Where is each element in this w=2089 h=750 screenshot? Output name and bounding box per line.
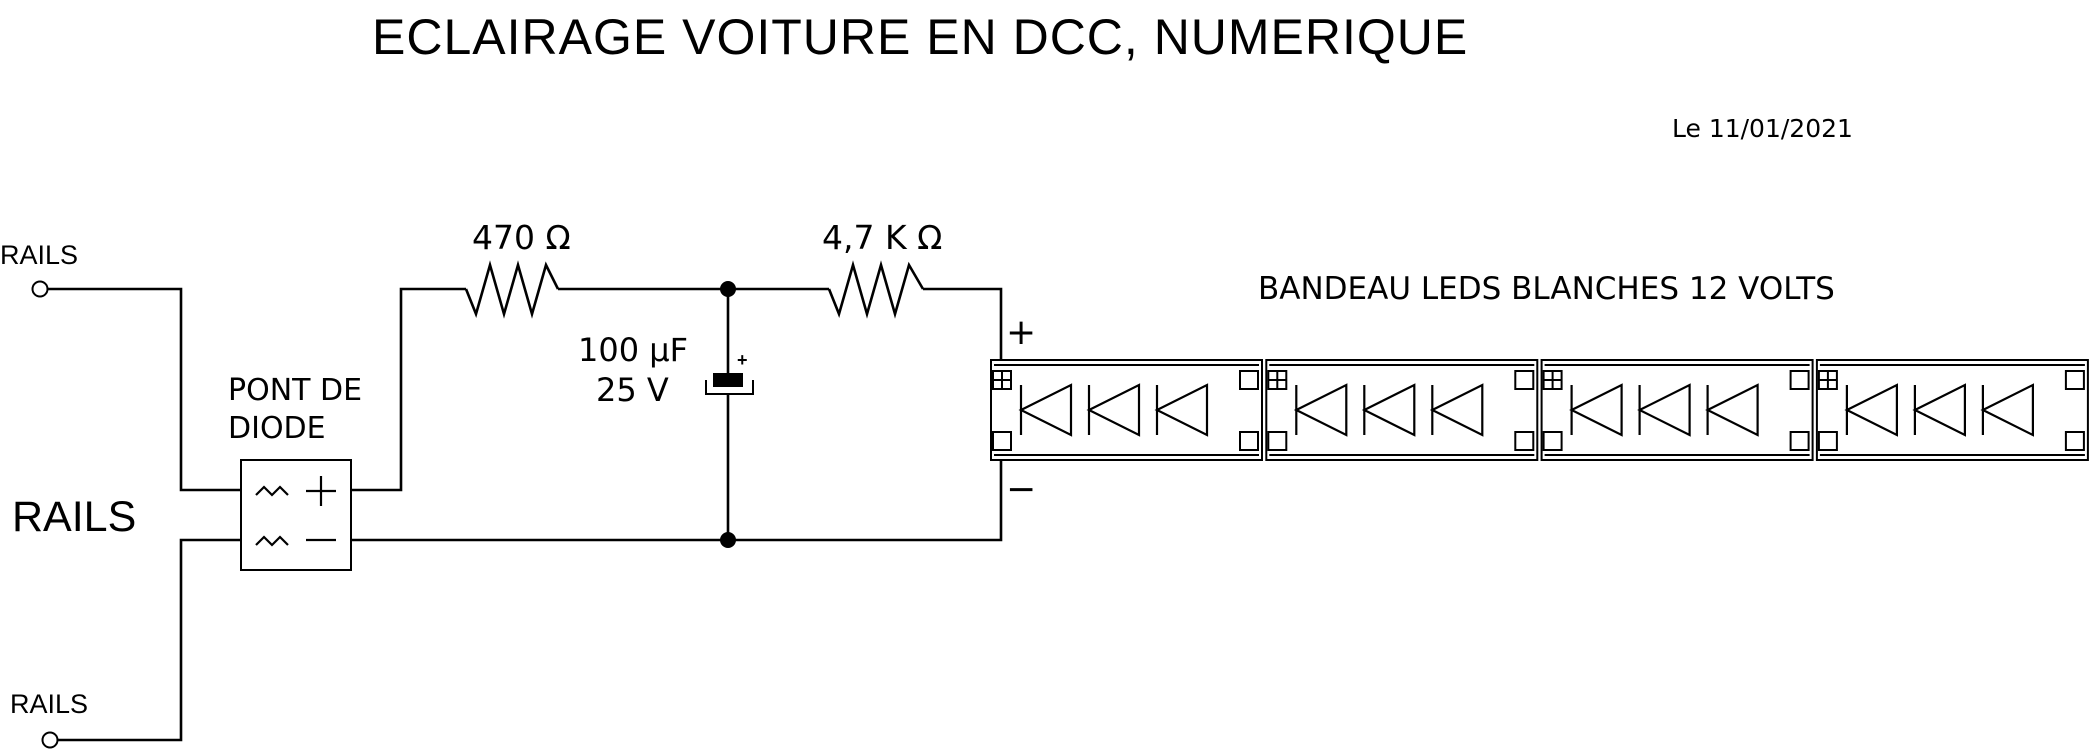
rail-terminal-top xyxy=(31,280,49,298)
wire-r2-to-strip-plus xyxy=(923,287,1003,360)
solder-pad xyxy=(1514,431,1535,451)
wire-bridge-minus xyxy=(351,460,1003,542)
wire-rail-bottom-to-bridge xyxy=(58,538,241,742)
capacitor-value-line1: 100 µF xyxy=(578,331,688,369)
capacitor-polarity: + xyxy=(737,350,748,370)
led-strip xyxy=(990,359,2089,461)
solder-pad xyxy=(1514,370,1535,390)
solder-pad xyxy=(1267,431,1288,451)
ac-symbol-bottom xyxy=(255,535,289,547)
diode-bridge xyxy=(240,459,352,571)
solder-pad xyxy=(1239,431,1259,451)
led-strip-segment xyxy=(1815,359,2089,461)
diagram-title: ECLAIRAGE VOITURE EN DCC, NUMERIQUE xyxy=(372,9,1468,65)
resistor1-value: 470 Ω xyxy=(472,218,571,257)
led-strip-label: BANDEAU LEDS BLANCHES 12 VOLTS xyxy=(1258,271,1835,307)
solder-pad xyxy=(1789,370,1810,390)
capacitor-value-line2: 25 V xyxy=(596,371,669,409)
bridge-label-line1: PONT DE xyxy=(228,373,362,408)
led-diode-symbol xyxy=(1293,383,1348,437)
led-diode-symbol xyxy=(1705,383,1759,437)
led-diode-symbol xyxy=(1637,383,1691,437)
date-label: Le 11/01/2021 xyxy=(1672,114,1853,143)
led-diode-symbol xyxy=(1018,383,1073,437)
led-diode-symbol xyxy=(1844,383,1899,437)
solder-pad xyxy=(1789,431,1810,451)
electrolytic-capacitor: + xyxy=(705,350,754,395)
rail-terminal-bottom xyxy=(41,731,59,749)
solder-pad xyxy=(1542,370,1563,390)
led-diode-symbol xyxy=(1569,383,1623,437)
solder-pad xyxy=(1542,431,1563,451)
solder-pad xyxy=(2064,370,2085,390)
rails-top-label: RAILS xyxy=(0,240,78,270)
solder-pad xyxy=(992,431,1012,451)
bridge-plus-sign xyxy=(306,476,336,506)
resistor-4k7 xyxy=(827,260,925,319)
solder-pad xyxy=(2064,431,2085,451)
wire-bridge-plus xyxy=(351,287,466,492)
led-diode-symbol xyxy=(1154,383,1209,437)
strip-plus-label: + xyxy=(1006,312,1036,353)
ac-symbol-top xyxy=(255,485,289,497)
rails-middle-label: RAILS xyxy=(12,493,136,541)
led-diode-symbol xyxy=(1912,383,1967,437)
strip-minus-label: − xyxy=(1006,469,1036,510)
solder-pad xyxy=(1817,431,1838,451)
solder-pad xyxy=(1267,370,1288,390)
led-diode-symbol xyxy=(1361,383,1416,437)
solder-pad xyxy=(1239,370,1259,390)
led-diode-symbol xyxy=(1429,383,1484,437)
led-strip-segment xyxy=(990,359,1263,461)
resistor2-value: 4,7 K Ω xyxy=(822,218,942,257)
led-diode-symbol xyxy=(1980,383,2035,437)
solder-pad xyxy=(992,370,1012,390)
rails-bottom-label: RAILS xyxy=(10,689,88,719)
solder-pad xyxy=(1817,370,1838,390)
led-strip-segment xyxy=(1265,359,1539,461)
wire-rail-top-to-bridge xyxy=(48,287,241,492)
bridge-label-line2: DIODE xyxy=(228,411,326,446)
junction-bottom xyxy=(720,532,736,548)
led-diode-symbol xyxy=(1086,383,1141,437)
led-strip-segment xyxy=(1540,359,1814,461)
resistor-470 xyxy=(464,260,560,319)
